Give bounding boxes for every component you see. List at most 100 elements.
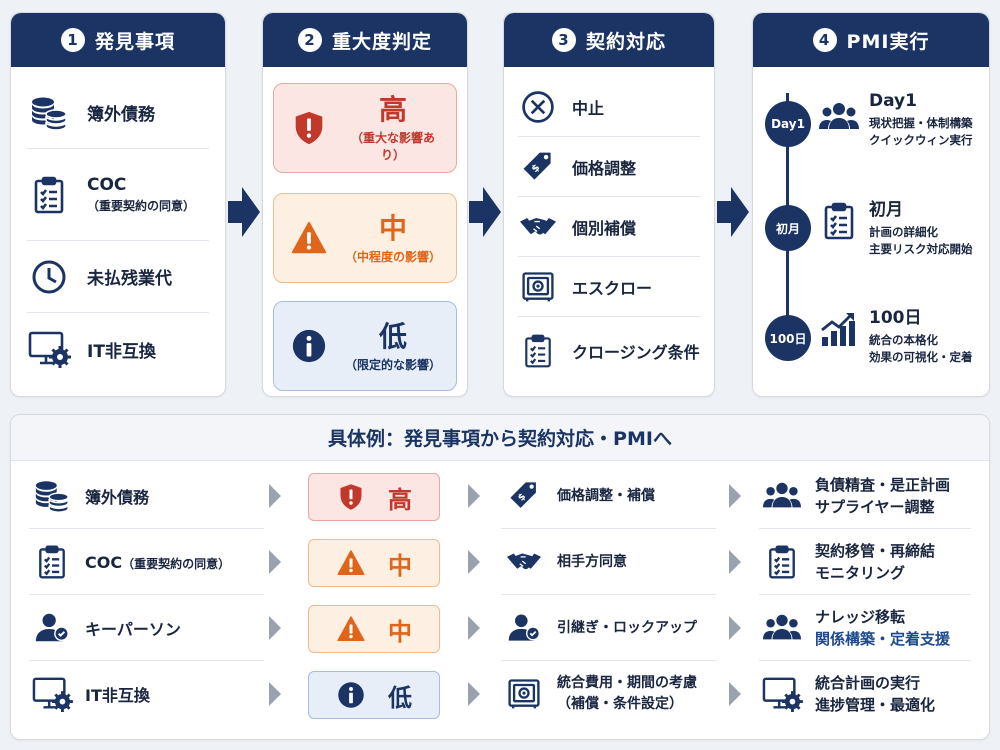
example-pmi-line: 関係構築・定着支援 xyxy=(815,630,951,648)
coins-icon xyxy=(31,475,73,517)
monitor-gear-icon xyxy=(761,673,803,715)
severity-desc: （限定的な影響） xyxy=(344,357,441,372)
timeline-badge-100days: 100日 xyxy=(765,315,811,361)
examples-panel: 具体例：発見事項から契約対応・PMIへ 簿外債務 高 価格調整・補償 負債精査・… xyxy=(10,414,990,740)
findings-title: 発見事項 xyxy=(94,30,175,53)
contract-column: 3 契約対応 中止 価格調整 個別補償 エスクロー クロージング条件 xyxy=(503,12,715,397)
severity-level: 低 xyxy=(378,319,407,353)
contract-item-closing: クロージング条件 xyxy=(518,321,700,381)
handshake-icon xyxy=(503,541,545,583)
example-row: キーパーソン 中 引継ぎ・ロックアップ ナレッジ移転 関係構築・定着支援 xyxy=(11,595,989,661)
price-tag-icon xyxy=(518,147,558,187)
chevron-right-icon xyxy=(269,616,281,640)
info-icon xyxy=(336,680,366,710)
severity-low-card: 低 （限定的な影響） xyxy=(273,301,457,391)
example-pmi-line: 負債精査・是正計画 xyxy=(815,476,951,494)
example-pmi-line: 契約移管・再締結 xyxy=(815,542,936,560)
contract-header: 3 契約対応 xyxy=(504,13,714,67)
growth-chart-icon xyxy=(817,307,861,351)
example-finding-label: IT非互換 xyxy=(85,686,150,705)
pmi-title: PMI実行 xyxy=(846,30,930,53)
x-circle-icon xyxy=(518,87,558,127)
step-number: 3 xyxy=(551,28,576,52)
coins-icon xyxy=(27,91,71,135)
example-finding-label: キーパーソン xyxy=(85,620,181,639)
step-number: 2 xyxy=(297,28,322,52)
severity-desc: （中程度の影響） xyxy=(344,249,441,264)
chevron-right-icon xyxy=(729,484,741,508)
findings-column: 1 発見事項 簿外債務 COC （重要契約の同意） 未払残業代 IT非互換 xyxy=(10,12,226,397)
pmi-item-line: 統合の本格化 xyxy=(869,333,938,347)
example-contract-label: 引継ぎ・ロックアップ xyxy=(557,619,697,636)
example-finding: COC（重要契約の同意） xyxy=(31,529,230,595)
chevron-right-icon xyxy=(729,550,741,574)
clipboard-icon xyxy=(817,199,861,243)
chevron-right-icon xyxy=(269,484,281,508)
pmi-item-title: 初月 xyxy=(869,200,903,220)
step-number: 4 xyxy=(812,28,837,52)
pmi-item-100days: 100日 統合の本格化 効果の可視化・定着 xyxy=(817,303,981,366)
contract-label: 個別補償 xyxy=(572,218,637,238)
pmi-item-line: 効果の可視化・定着 xyxy=(869,350,973,364)
pmi-item-month1: 初月 計画の詳細化 主要リスク対応開始 xyxy=(817,195,981,258)
person-icon xyxy=(31,607,73,649)
severity-header: 2 重大度判定 xyxy=(263,13,467,67)
checklist-icon xyxy=(518,331,558,371)
pmi-item-line: 計画の詳細化 xyxy=(869,225,938,239)
contract-label: クロージング条件 xyxy=(572,343,700,362)
pmi-item-title: Day1 xyxy=(869,91,917,111)
example-contract: 価格調整・補償 xyxy=(503,463,655,529)
chevron-right-icon xyxy=(729,682,741,706)
warning-triangle-icon xyxy=(336,614,366,644)
pmi-column: 4 PMI実行 Day1 Day1 現状把握・体制構築 クイックウィン実行 初月… xyxy=(752,12,990,397)
finding-label: IT非互換 xyxy=(87,341,156,362)
severity-high-card: 高 （重大な影響あり） xyxy=(273,83,457,173)
contract-title: 契約対応 xyxy=(585,30,666,53)
contract-item-escrow: エスクロー xyxy=(518,257,700,317)
monitor-gear-icon xyxy=(31,673,73,715)
example-contract-label: 相手方同意 xyxy=(557,553,627,570)
findings-header: 1 発見事項 xyxy=(11,13,225,67)
example-pmi-line: サプライヤー調整 xyxy=(815,498,935,516)
step-number: 1 xyxy=(60,28,85,52)
example-finding: キーパーソン xyxy=(31,595,181,661)
example-severity-label: 中 xyxy=(388,551,412,580)
example-contract: 相手方同意 xyxy=(503,529,627,595)
example-pmi-line: ナレッジ移転 xyxy=(815,608,906,626)
shield-alert-icon xyxy=(274,109,344,147)
severity-title: 重大度判定 xyxy=(331,30,432,53)
person-icon xyxy=(503,607,545,649)
finding-label: 未払残業代 xyxy=(87,269,172,289)
example-severity-pill: 中 xyxy=(308,539,440,587)
team-icon xyxy=(761,607,803,649)
severity-level: 中 xyxy=(378,211,407,245)
example-contract: 統合費用・期間の考慮 （補償・条件設定） xyxy=(503,661,697,727)
contract-item-stop: 中止 xyxy=(518,77,700,137)
example-severity-pill: 低 xyxy=(308,671,440,719)
finding-item-coc: COC （重要契約の同意） xyxy=(27,149,209,241)
example-pmi-line: 進捗管理・最適化 xyxy=(815,696,936,714)
example-pmi: 統合計画の実行 進捗管理・最適化 xyxy=(761,661,935,727)
example-contract-label: （補償・条件設定） xyxy=(557,696,683,712)
example-row: IT非互換 低 統合費用・期間の考慮 （補償・条件設定） 統合計画の実行 進捗管… xyxy=(11,661,989,727)
example-contract-label: 統合費用・期間の考慮 xyxy=(557,675,697,691)
handshake-icon xyxy=(518,207,558,247)
pmi-item-day1: Day1 現状把握・体制構築 クイックウィン実行 xyxy=(817,91,981,149)
pmi-header: 4 PMI実行 xyxy=(753,13,989,67)
pmi-item-title: 100日 xyxy=(869,308,922,328)
example-finding-sublabel: （重要契約の同意） xyxy=(122,556,231,571)
example-severity-pill: 中 xyxy=(308,605,440,653)
severity-level: 高 xyxy=(378,93,407,126)
example-severity-label: 低 xyxy=(388,683,412,712)
chevron-right-icon xyxy=(468,550,480,574)
price-tag-icon xyxy=(503,475,545,517)
example-finding: 簿外債務 xyxy=(31,463,149,529)
contract-label: エスクロー xyxy=(572,278,653,298)
pmi-item-line: 現状把握・体制構築 xyxy=(869,116,973,130)
clipboard-icon xyxy=(27,173,71,217)
chevron-right-icon xyxy=(269,682,281,706)
example-severity-label: 高 xyxy=(388,485,412,514)
example-pmi-line: 統合計画の実行 xyxy=(815,674,921,692)
team-icon xyxy=(761,475,803,517)
severity-desc: （重大な影響あり） xyxy=(350,131,435,162)
